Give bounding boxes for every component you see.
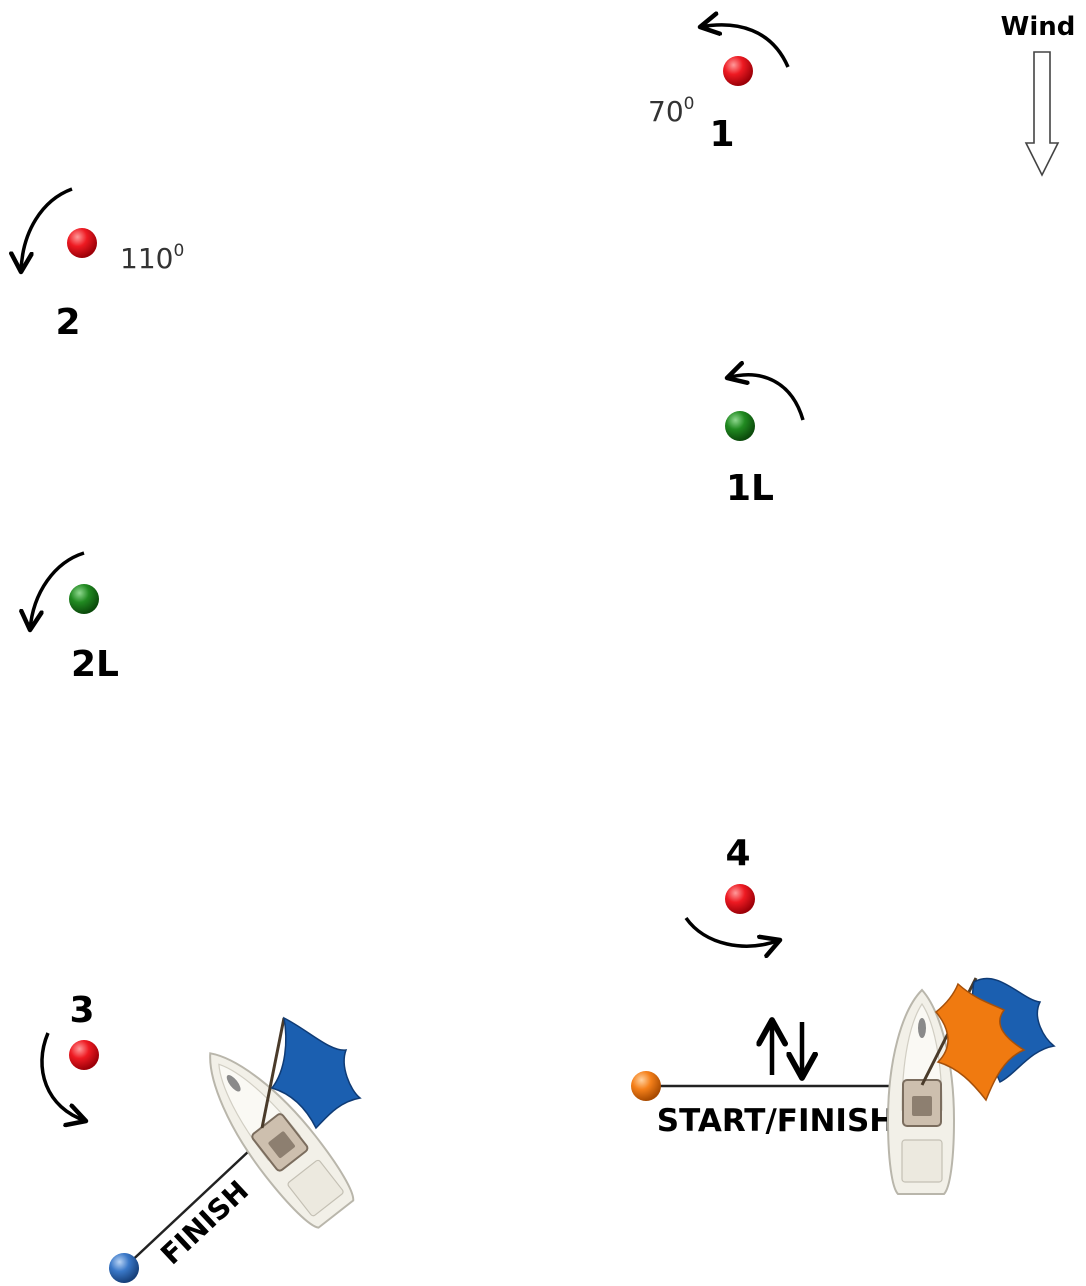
mark-label: 2 (55, 302, 80, 343)
buoy-icon (723, 56, 753, 86)
mark-label: 4 (725, 833, 750, 874)
mark-angle: 700 (648, 94, 694, 128)
finish-line: FINISH (109, 1150, 255, 1283)
mark-1: 700 1 (648, 25, 788, 155)
committee-boat-start (888, 978, 1054, 1194)
rounding-arrow-icon (21, 189, 72, 272)
pin-buoy-icon (109, 1253, 139, 1283)
mark-label: 3 (69, 990, 94, 1031)
pin-buoy-icon (631, 1071, 661, 1101)
wind-label: Wind (1001, 12, 1076, 42)
rounding-arrow-icon (686, 918, 780, 946)
finish-label: FINISH (154, 1174, 255, 1271)
mark-label: 1L (726, 468, 774, 509)
mark-2: 1100 2 (21, 189, 184, 343)
mark-2L: 2L (30, 553, 119, 685)
buoy-icon (725, 884, 755, 914)
mark-label: 1 (709, 114, 734, 155)
wind-indicator: Wind (1001, 12, 1076, 175)
mark-3: 3 (42, 990, 99, 1121)
buoy-icon (69, 584, 99, 614)
mark-angle: 1100 (120, 241, 184, 275)
buoy-icon (69, 1040, 99, 1070)
buoy-icon (67, 228, 97, 258)
buoy-icon (725, 411, 755, 441)
wind-arrow-icon (1026, 52, 1058, 175)
mark-1L: 1L (725, 375, 803, 509)
mark-4: 4 (686, 833, 780, 946)
start-finish-label: START/FINISH (657, 1103, 895, 1139)
start-finish-line: START/FINISH (631, 1020, 920, 1139)
mark-label: 2L (71, 644, 119, 685)
